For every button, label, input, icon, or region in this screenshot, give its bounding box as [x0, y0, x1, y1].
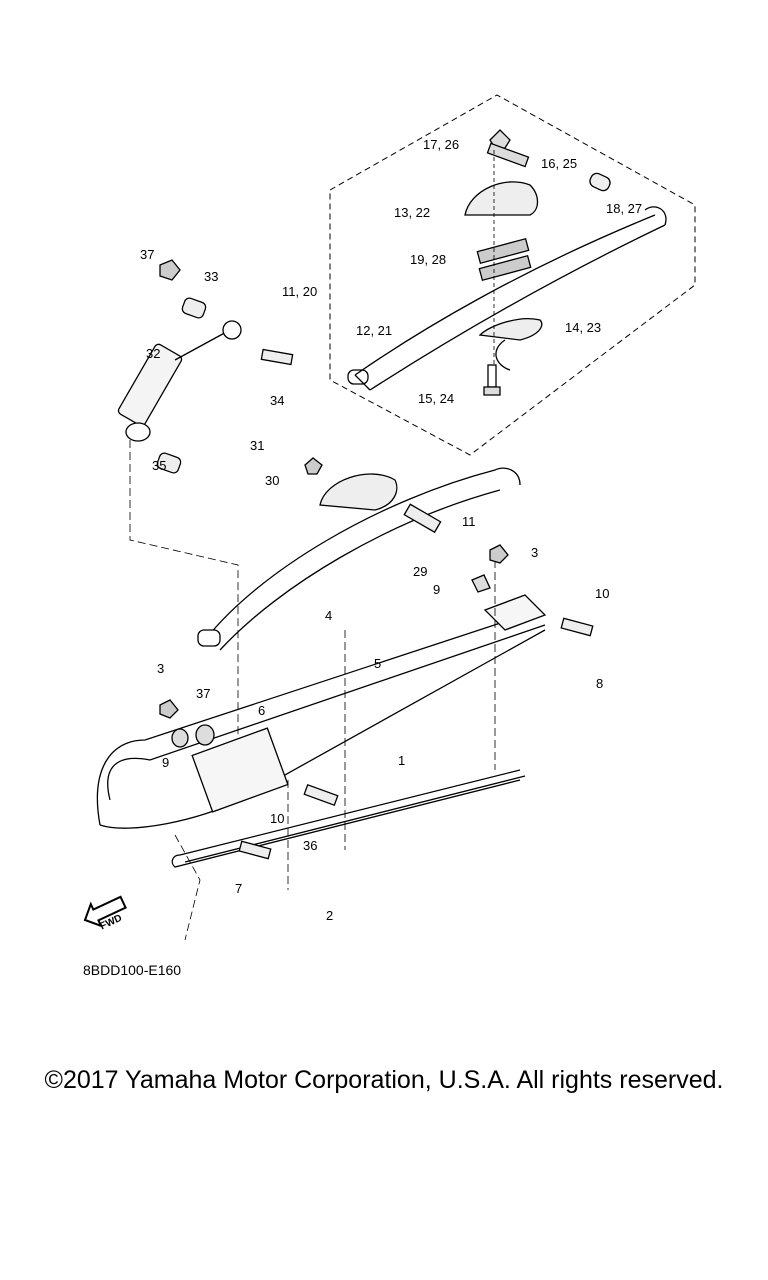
part-label: 3 [157, 661, 165, 676]
part-label: 15, 24 [418, 391, 455, 406]
part-label: 9 [162, 755, 170, 770]
part-label: 31 [250, 438, 265, 453]
part-label: 34 [270, 393, 285, 408]
part-label: 17, 26 [423, 137, 460, 152]
ski-body [96, 544, 594, 941]
part-label: 4 [325, 608, 333, 623]
part-label: 9 [433, 582, 441, 597]
part-label: 11 [462, 514, 476, 529]
part-label: 10 [270, 811, 285, 826]
inset-parts [464, 129, 611, 396]
part-label: 37 [196, 686, 211, 701]
part-label: 18, 27 [606, 201, 643, 216]
inset-leaf-spring [347, 206, 667, 391]
part-label: 11, 20 [282, 284, 318, 299]
part-label: 13, 22 [394, 205, 431, 220]
part-label: 7 [235, 881, 243, 896]
part-label: 37 [140, 247, 155, 262]
main-leaf-spring [197, 457, 521, 651]
part-label: 12, 21 [356, 323, 393, 338]
ski-assembly-diagram [83, 94, 696, 941]
part-label: 8 [596, 676, 604, 691]
part-label: 5 [374, 656, 382, 671]
inset-dashed-border [329, 94, 696, 456]
part-label: 1 [398, 753, 406, 768]
part-label: 16, 25 [541, 156, 578, 171]
part-label: 33 [204, 269, 219, 284]
diagram-code: 8BDD100-E160 [83, 962, 182, 978]
part-label: 14, 23 [565, 320, 602, 335]
part-label: 36 [303, 838, 318, 853]
part-label: 32 [146, 346, 161, 361]
part-label: 2 [326, 908, 334, 923]
part-label: 19, 28 [410, 252, 447, 267]
part-label: 35 [152, 458, 167, 473]
part-label: 30 [265, 473, 280, 488]
part-label: 3 [531, 545, 539, 560]
shock-absorber [117, 259, 294, 760]
copyright-notice: ©2017 Yamaha Motor Corporation, U.S.A. A… [44, 1066, 724, 1094]
fwd-arrow-icon [83, 895, 127, 928]
part-label: 29 [413, 564, 428, 579]
part-label: 10 [595, 586, 610, 601]
part-label: 6 [258, 703, 266, 718]
